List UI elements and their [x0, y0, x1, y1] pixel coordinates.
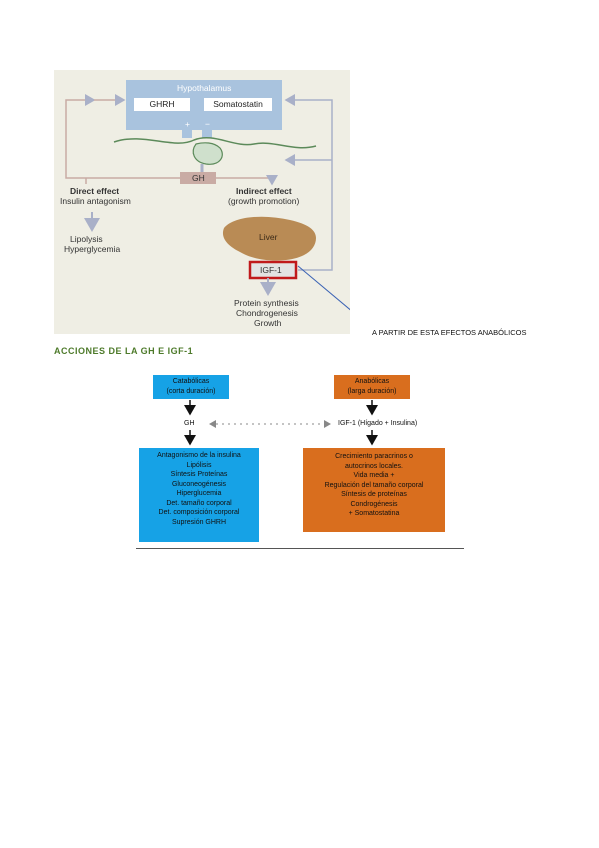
igf1-action-item: autocrinos locales.	[345, 462, 403, 470]
gh-box	[180, 172, 216, 184]
liver-shape	[222, 216, 316, 261]
igf1-label: IGF-1	[260, 265, 282, 275]
igf1-action-item: + Somatostatina	[348, 510, 400, 517]
gh-action-item: Det. composición corporal	[158, 509, 240, 516]
callout-text: A PARTIR DE ESTA EFECTOS ANABÓLICOS	[372, 328, 527, 337]
igf1-action-item: Crecimiento paracrinos o	[335, 453, 413, 460]
gh-label: GH	[192, 173, 205, 183]
section-heading: ACCIONES DE LA GH E IGF-1	[54, 346, 194, 356]
direct-result-lipolysis: Lipolysis	[70, 234, 103, 244]
plus-sign: +	[185, 119, 190, 129]
gh-action-item: Supresión GHRH	[171, 518, 227, 526]
igf1-highlight	[248, 260, 298, 280]
indirect-result-growth: Growth	[254, 318, 282, 328]
anabolic-box: Anabólicas (larga duración)	[334, 375, 410, 399]
igf1-action-item: Vida media +	[353, 472, 395, 479]
gh-action-item: Síntesis Proteínas	[170, 471, 228, 478]
catabolic-box: Catabólicas (corta duración)	[153, 375, 229, 399]
gh-node: GH	[184, 420, 195, 427]
gh-physiology-figure: Hypothalamus GHRH Somatostatin + − GH Di…	[54, 70, 350, 334]
direct-result-hyperglycemia: Hyperglycemia	[64, 244, 121, 254]
anabolic-duration: (larga duración)	[347, 387, 397, 395]
indirect-effect-subtitle: (growth promotion)	[228, 196, 300, 206]
indirect-effect-title: Indirect effect	[236, 186, 292, 196]
igf1-action-item: Condrogénesis	[350, 500, 398, 508]
gh-action-item: Hiperglucemia	[176, 490, 222, 497]
hypothalamus-label: Hypothalamus	[177, 83, 232, 93]
liver-label: Liver	[259, 232, 278, 242]
indirect-result-protein-synthesis: Protein synthesis	[234, 298, 299, 308]
gh-action-item: Lipólisis	[186, 461, 212, 469]
direct-effect-subtitle: Insulin antagonism	[60, 196, 131, 206]
catabolic-title: Catabólicas	[172, 378, 210, 385]
gh-action-item: Antagonismo de la insulina	[157, 452, 241, 459]
catabolic-duration: (corta duración)	[166, 387, 216, 395]
gh-actions-box: Antagonismo de la insulina Lipólisis Sín…	[139, 448, 259, 542]
ghrh-box: GHRH	[134, 98, 190, 111]
divider-line	[136, 548, 464, 549]
gh-action-item: Det. tamaño corporal	[166, 499, 232, 507]
igf1-node: IGF-1 (Hígado + Insulina)	[338, 420, 418, 427]
somatostatin-box: Somatostatin	[204, 98, 272, 111]
indirect-result-chondrogenesis: Chondrogenesis	[236, 308, 298, 318]
igf1-action-item: Regulación del tamaño corporal	[324, 481, 424, 489]
pituitary-outline	[113, 136, 317, 149]
minus-sign: −	[205, 119, 210, 129]
anabolic-title: Anabólicas	[354, 378, 390, 385]
gh-action-item: Gluconeogénesis	[171, 480, 227, 488]
direct-effect-title: Direct effect	[70, 186, 120, 196]
igf1-action-item: Síntesis de proteínas	[341, 491, 407, 498]
igf1-actions-box: Crecimiento paracrinos o autocrinos loca…	[303, 448, 445, 532]
